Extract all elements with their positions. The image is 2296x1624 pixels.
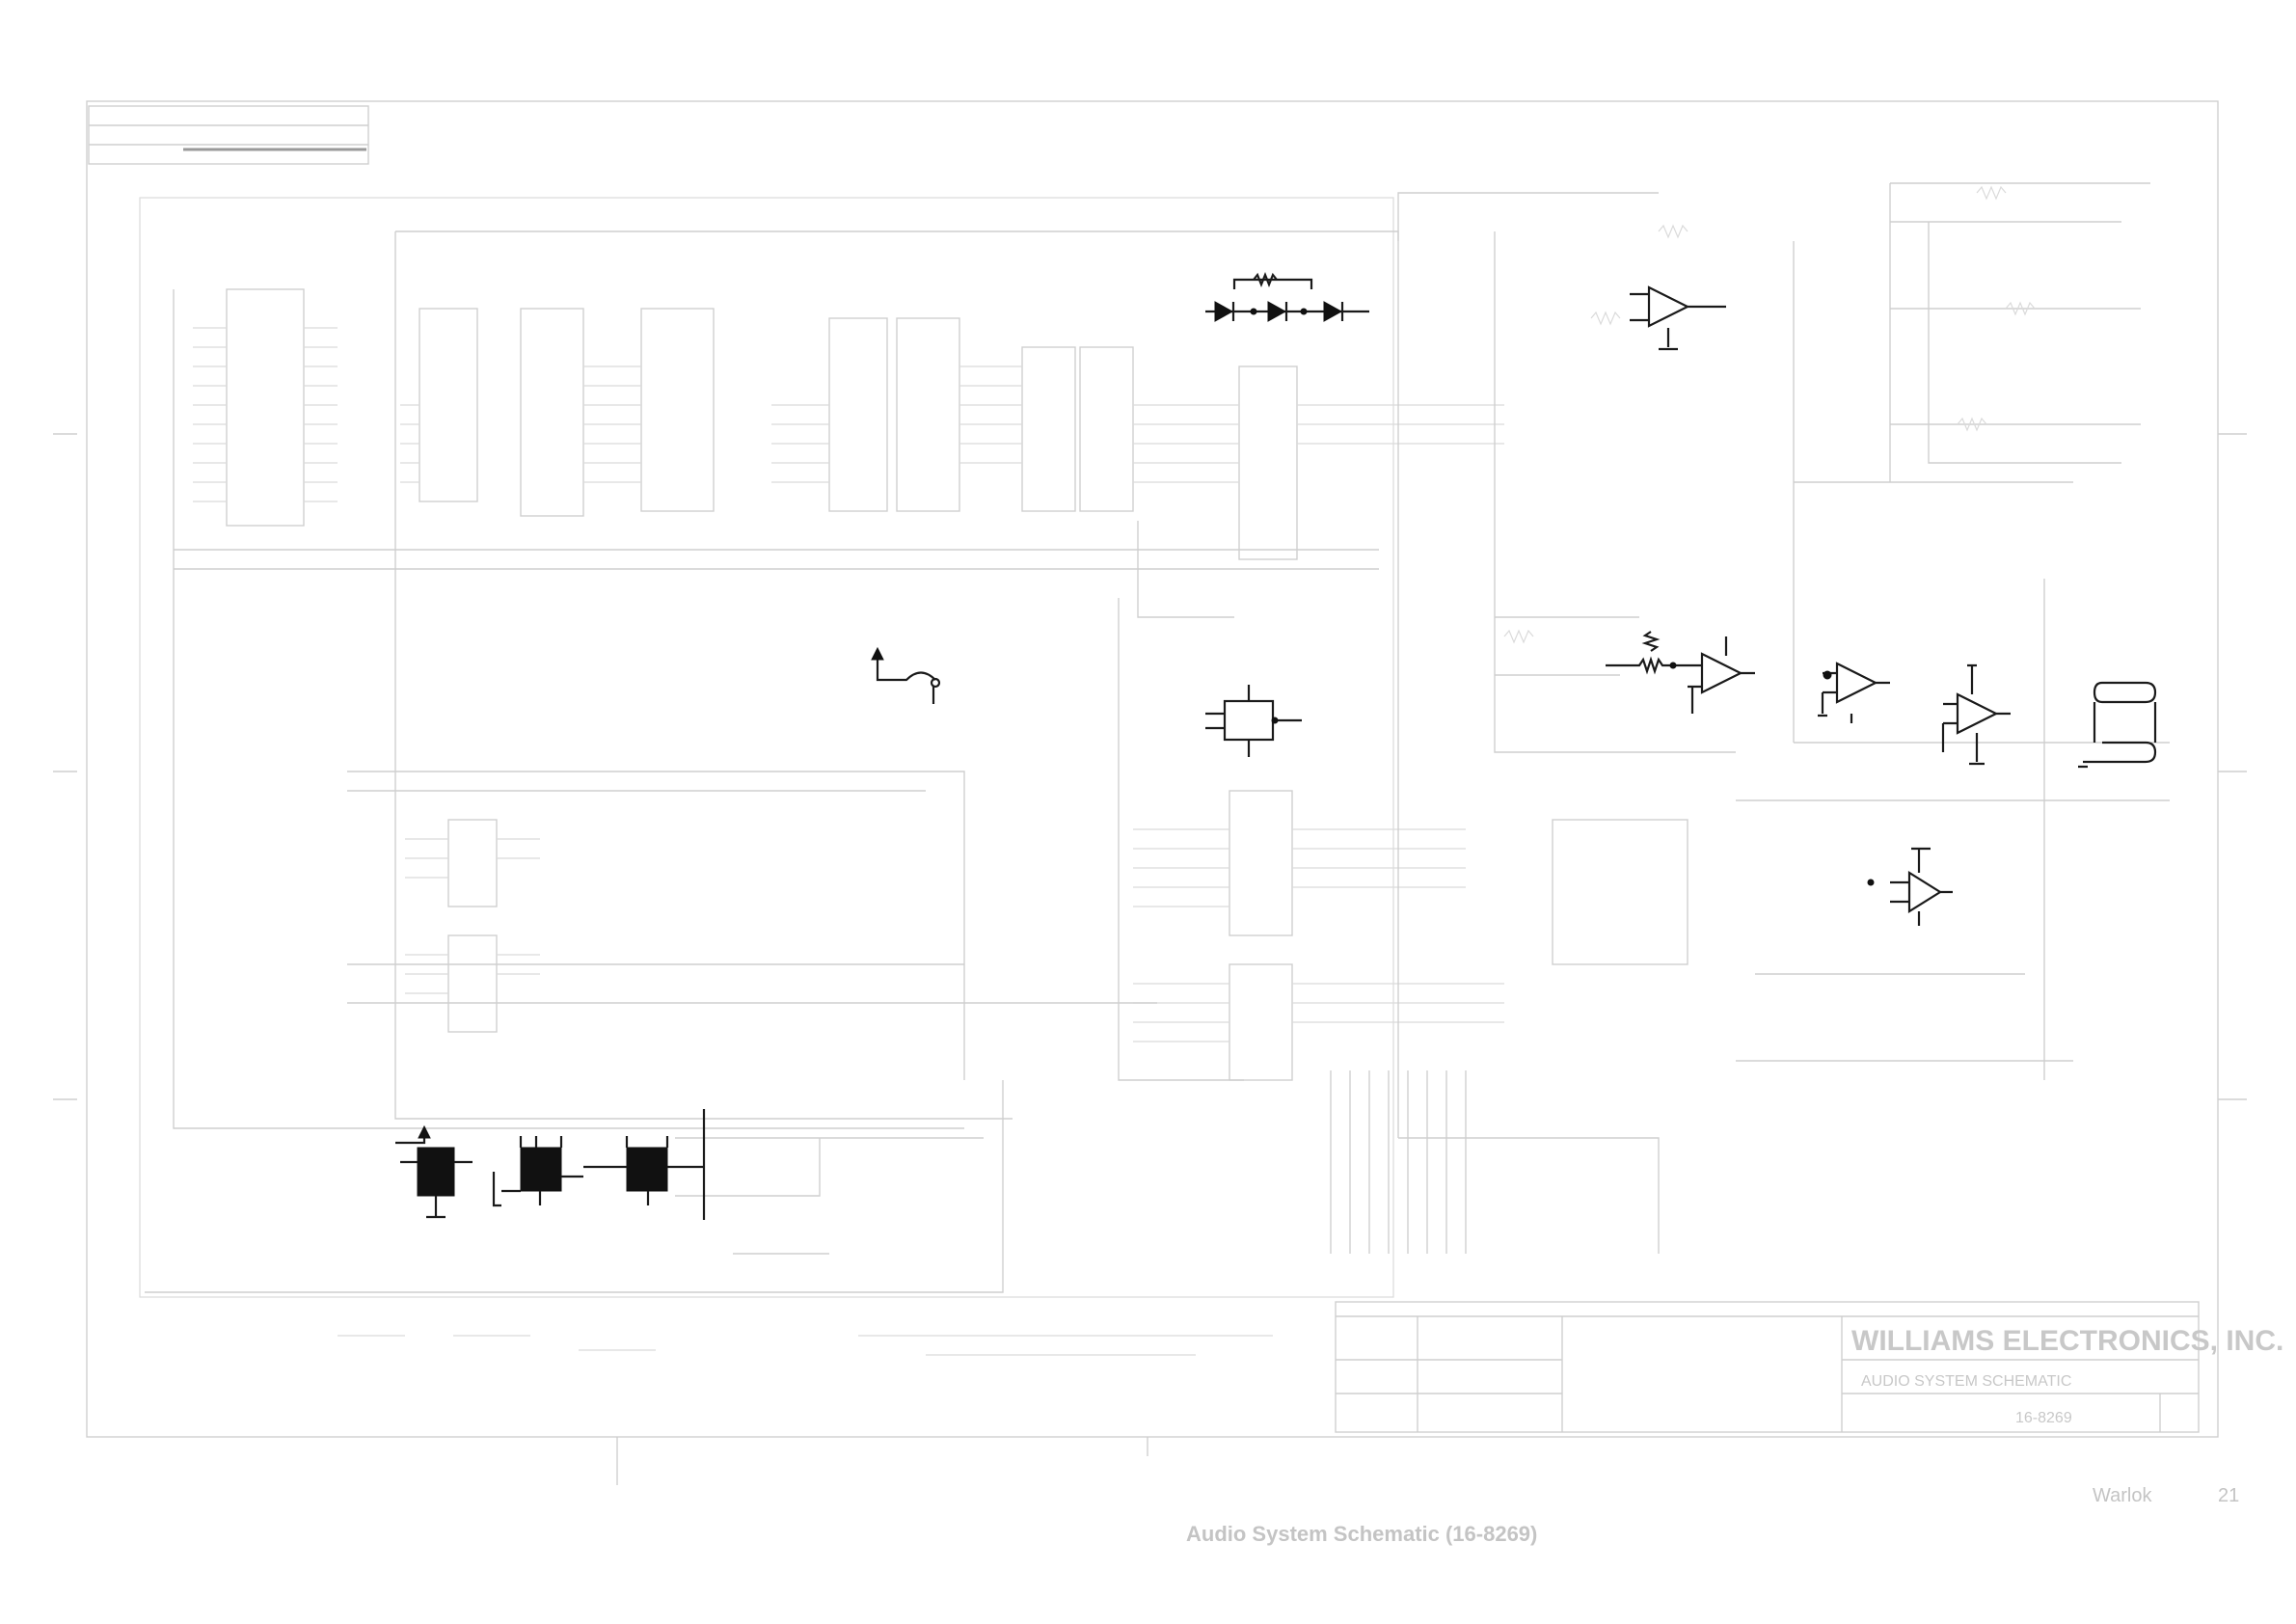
bus-lines: [145, 182, 2170, 1293]
inner-border: [139, 197, 1394, 1298]
jumper-symbol: [871, 646, 941, 704]
faint-resistors: [1503, 185, 2036, 644]
regulator-chip: [417, 1147, 455, 1197]
diode-chain: [1205, 272, 1369, 322]
manual-name: Warlok: [2093, 1485, 2152, 1506]
op-amp-stage-1: [1606, 631, 1755, 714]
speaker-output: [2078, 681, 2157, 769]
drawing-number: 16-8269: [2015, 1410, 2072, 1426]
notes-area: [338, 1335, 1273, 1356]
revision-block: [88, 105, 369, 165]
diode-1-icon: [1214, 301, 1234, 322]
op-amp-stage-2: [1818, 662, 1890, 723]
flip-flop-2: [626, 1147, 668, 1192]
drawing-title: AUDIO SYSTEM SCHEMATIC: [1861, 1373, 2071, 1390]
dark-chips: [395, 1109, 706, 1220]
company-name: WILLIAMS ELECTRONICS, INC.: [1851, 1325, 2283, 1357]
op-amp-lower: [1867, 847, 1953, 926]
ic-pin-leads: [193, 327, 1504, 1042]
figure-caption: Audio System Schematic (16-8269): [1186, 1522, 1538, 1546]
drawing-border: [86, 100, 2219, 1438]
flip-flop-1: [520, 1147, 562, 1192]
logic-gate: [1205, 685, 1302, 757]
op-amp-top: [1630, 285, 1726, 351]
ic-chips: [226, 288, 1688, 1081]
zone-markers: [53, 433, 2247, 1485]
op-amp-stage-3: [1941, 663, 2011, 766]
diode-2-icon: [1267, 301, 1287, 322]
title-block: [1335, 1301, 2200, 1433]
diode-3-icon: [1323, 301, 1343, 322]
page-number: 21: [2218, 1485, 2240, 1506]
